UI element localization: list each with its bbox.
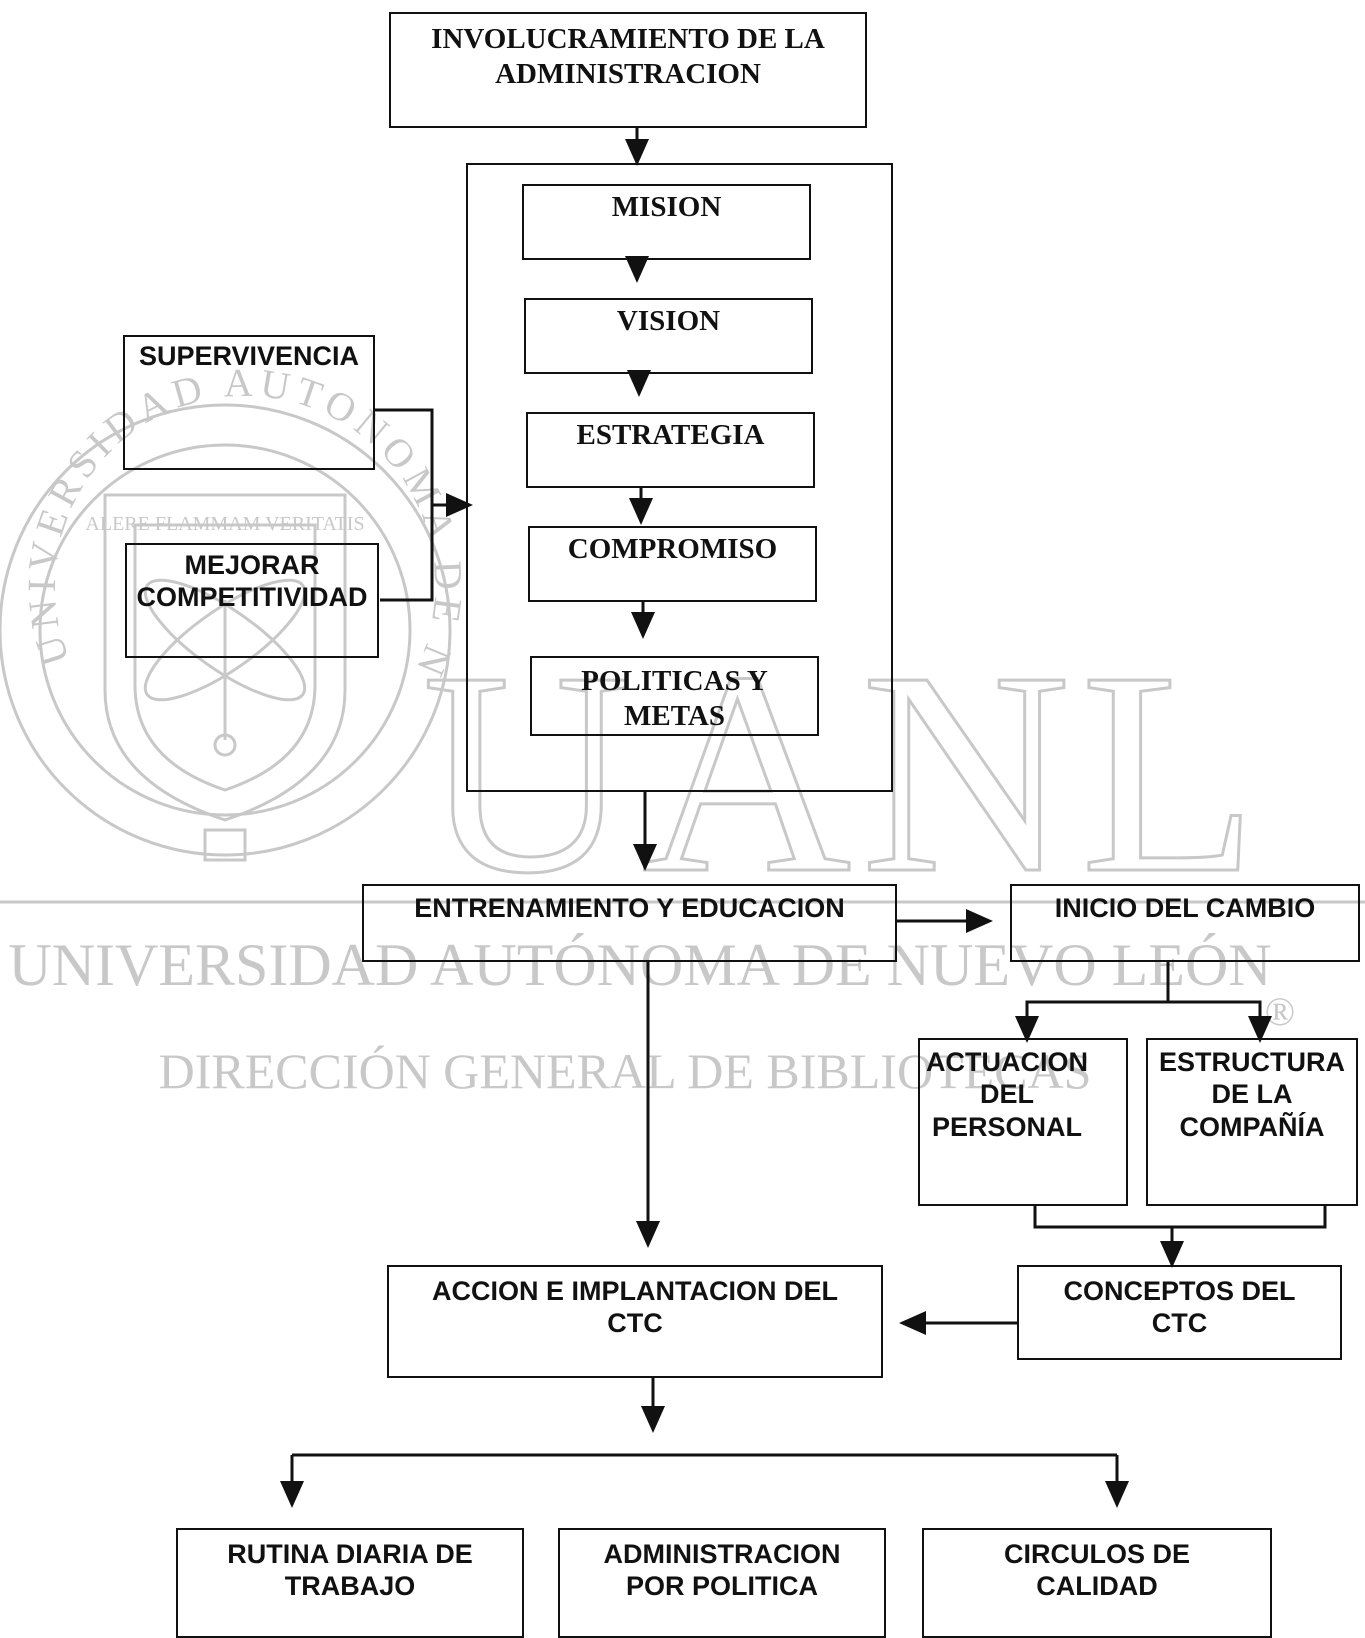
connector-merge bbox=[1033, 1206, 1327, 1229]
box-competitividad: MEJORAR COMPETITIVIDAD bbox=[125, 543, 379, 658]
label-entrenamiento: ENTRENAMIENTO Y EDUCACION bbox=[414, 893, 845, 923]
label-circulos: CIRCULOS DE CALIDAD bbox=[1003, 1539, 1190, 1602]
steps-container bbox=[466, 163, 893, 792]
box-supervivencia: SUPERVIVENCIA bbox=[123, 335, 375, 470]
label-conceptos: CONCEPTOS DEL CTC bbox=[1063, 1276, 1296, 1339]
label-supervivencia: SUPERVIVENCIA bbox=[138, 341, 360, 371]
label-estructura: ESTRUCTURA DE LA COMPAÑÍA bbox=[1159, 1047, 1345, 1142]
label-involucramiento: INVOLUCRAMIENTO DE LA ADMINISTRACION bbox=[431, 23, 825, 90]
label-inicio-cambio: INICIO DEL CAMBIO bbox=[1054, 893, 1316, 923]
box-entrenamiento: ENTRENAMIENTO Y EDUCACION bbox=[362, 884, 897, 962]
box-estructura: ESTRUCTURA DE LA COMPAÑÍA bbox=[1146, 1038, 1358, 1206]
box-compromiso: COMPROMISO bbox=[528, 526, 817, 602]
connector-drivers-to-steps bbox=[375, 408, 434, 602]
box-vision: VISION bbox=[524, 298, 813, 374]
seal-motto: ALERE FLAMMAM VERITATIS bbox=[85, 513, 364, 535]
watermark-registered-mark: ® bbox=[1265, 989, 1295, 1034]
label-actuacion: ACTUACION DEL PERSONAL bbox=[926, 1047, 1088, 1142]
box-circulos: CIRCULOS DE CALIDAD bbox=[922, 1528, 1272, 1638]
box-conceptos: CONCEPTOS DEL CTC bbox=[1017, 1265, 1342, 1360]
box-inicio-cambio: INICIO DEL CAMBIO bbox=[1010, 884, 1360, 962]
label-estrategia: ESTRATEGIA bbox=[576, 419, 765, 451]
label-mision: MISION bbox=[611, 191, 722, 223]
box-involucramiento: INVOLUCRAMIENTO DE LA ADMINISTRACION bbox=[389, 12, 867, 128]
box-actuacion: ACTUACION DEL PERSONAL bbox=[918, 1038, 1128, 1206]
box-mision: MISION bbox=[522, 184, 811, 260]
label-politicas: POLITICAS Y METAS bbox=[581, 665, 768, 732]
box-administracion: ADMINISTRACION POR POLITICA bbox=[558, 1528, 886, 1638]
label-competitividad: MEJORAR COMPETITIVIDAD bbox=[136, 550, 368, 613]
box-rutina: RUTINA DIARIA DE TRABAJO bbox=[176, 1528, 524, 1638]
label-accion: ACCION E IMPLANTACION DEL CTC bbox=[432, 1276, 838, 1339]
label-administracion: ADMINISTRACION POR POLITICA bbox=[603, 1539, 841, 1602]
box-estrategia: ESTRATEGIA bbox=[526, 412, 815, 488]
label-vision: VISION bbox=[616, 305, 721, 337]
label-compromiso: COMPROMISO bbox=[567, 533, 778, 565]
label-rutina: RUTINA DIARIA DE TRABAJO bbox=[227, 1539, 473, 1602]
box-politicas: POLITICAS Y METAS bbox=[530, 656, 819, 736]
connector-inicio-split bbox=[1025, 1000, 1262, 1038]
box-accion: ACCION E IMPLANTACION DEL CTC bbox=[387, 1265, 883, 1378]
